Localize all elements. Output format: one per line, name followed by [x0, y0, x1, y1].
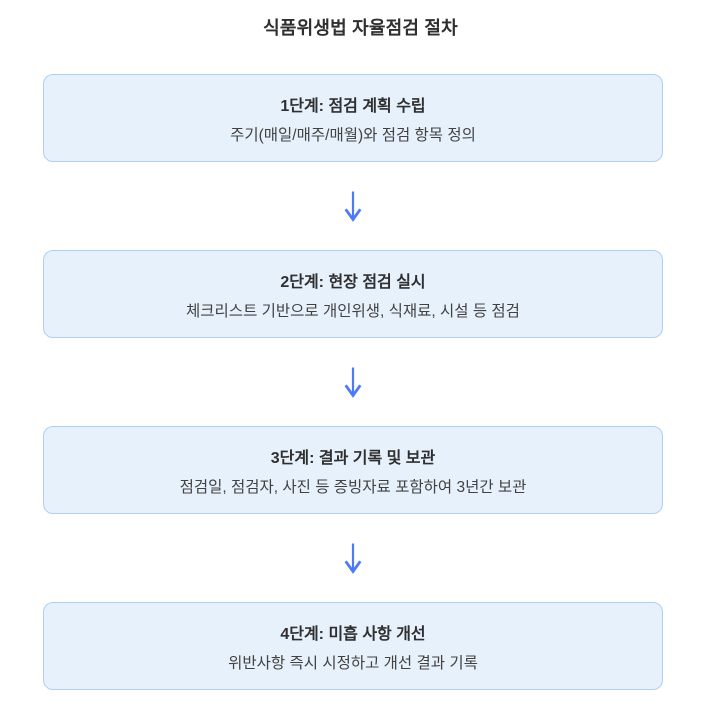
- flow-connector-2: [43, 338, 663, 426]
- step-2-title: 2단계: 현장 점검 실시: [280, 273, 426, 291]
- step-1-title: 1단계: 점검 계획 수립: [280, 97, 426, 115]
- step-box-4: 4단계: 미흡 사항 개선 위반사항 즉시 시정하고 개선 결과 기록: [43, 602, 663, 690]
- step-2-description: 체크리스트 기반으로 개인위생, 식재료, 시설 등 점검: [186, 302, 520, 320]
- step-4-description: 위반사항 즉시 시정하고 개선 결과 기록: [228, 654, 478, 672]
- flow-connector-1: [43, 162, 663, 250]
- step-3-title: 3단계: 결과 기록 및 보관: [270, 449, 436, 467]
- down-arrow-icon: [344, 543, 362, 574]
- page-title: 식품위생법 자율점검 절차: [263, 18, 458, 38]
- step-box-1: 1단계: 점검 계획 수립 주기(매일/매주/매월)와 점검 항목 정의: [43, 74, 663, 162]
- down-arrow-icon: [344, 191, 362, 222]
- flow-connector-3: [43, 514, 663, 602]
- flowchart: 1단계: 점검 계획 수립 주기(매일/매주/매월)와 점검 항목 정의 2단계…: [43, 74, 663, 690]
- step-3-description: 점검일, 점검자, 사진 등 증빙자료 포함하여 3년간 보관: [179, 478, 527, 496]
- step-1-description: 주기(매일/매주/매월)와 점검 항목 정의: [230, 126, 476, 144]
- step-box-2: 2단계: 현장 점검 실시 체크리스트 기반으로 개인위생, 식재료, 시설 등…: [43, 250, 663, 338]
- step-box-3: 3단계: 결과 기록 및 보관 점검일, 점검자, 사진 등 증빙자료 포함하여…: [43, 426, 663, 514]
- down-arrow-icon: [344, 367, 362, 398]
- step-4-title: 4단계: 미흡 사항 개선: [280, 625, 426, 643]
